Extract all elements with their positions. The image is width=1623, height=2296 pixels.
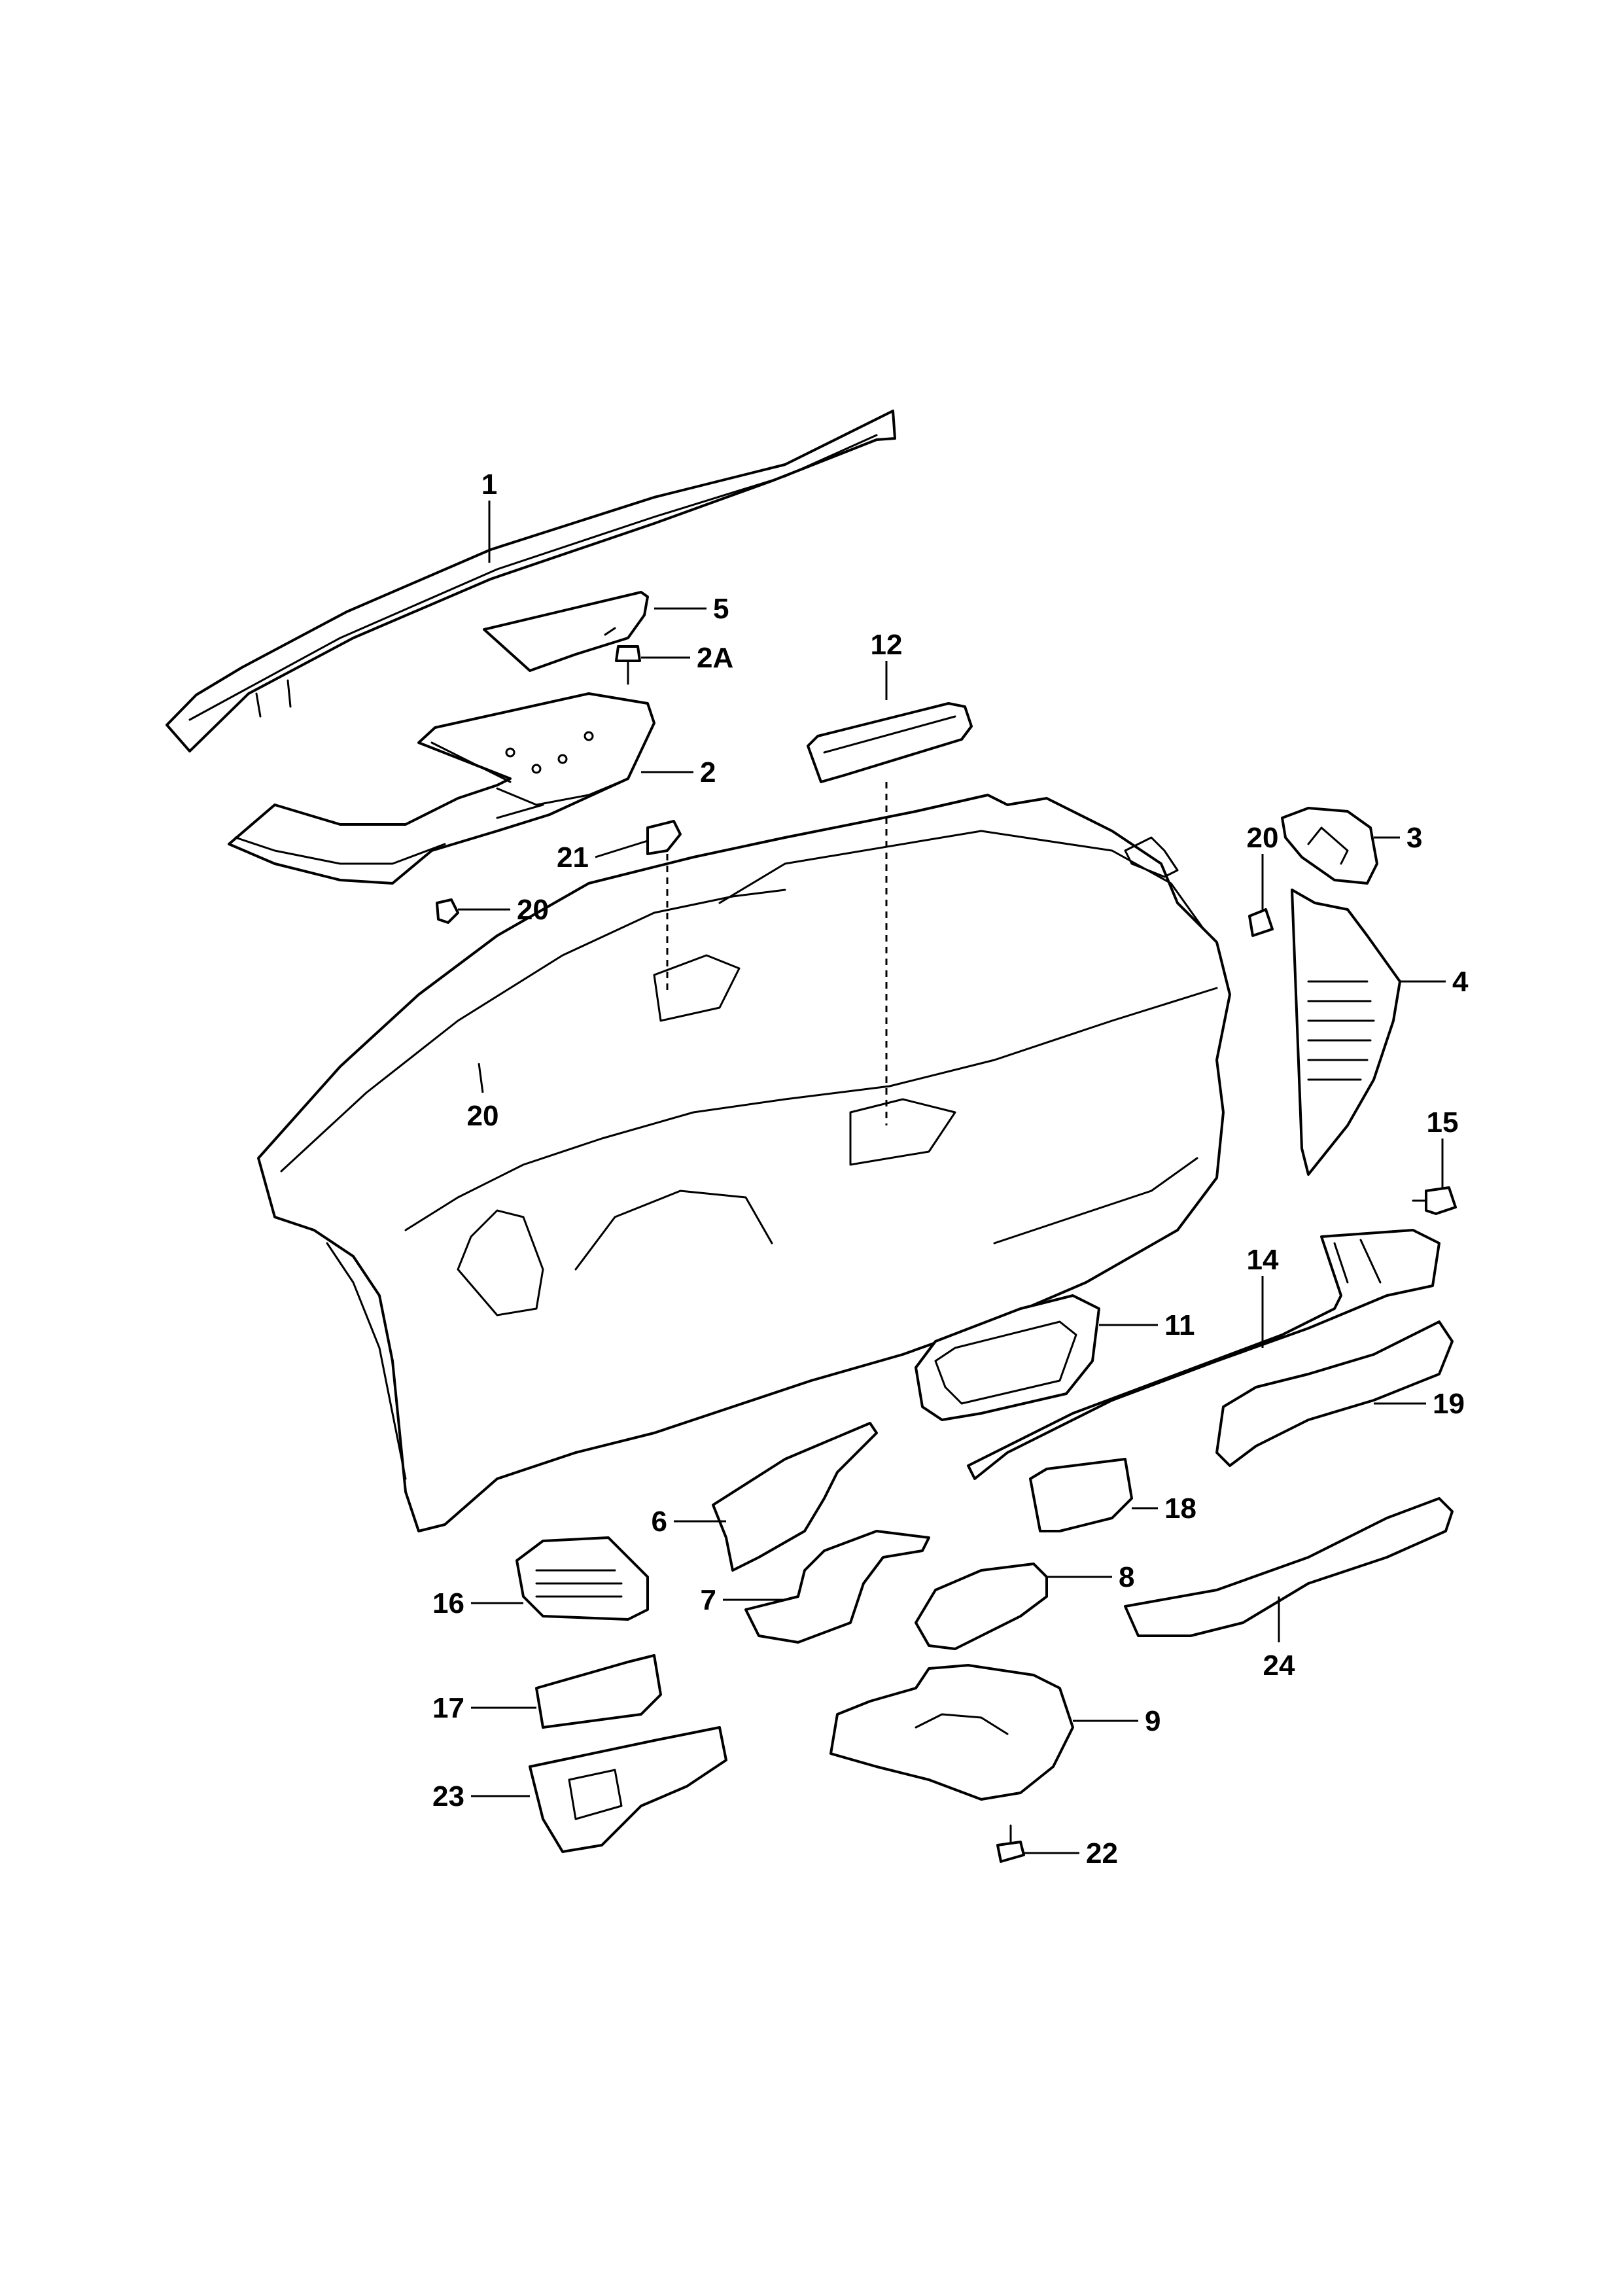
callout-label: 21 <box>557 841 589 874</box>
callout-label: 7 <box>701 1584 716 1616</box>
callout-label: 24 <box>1263 1650 1295 1682</box>
callout-label: 20 <box>467 1100 499 1132</box>
callout-label: 12 <box>871 629 903 661</box>
callout-label: 18 <box>1164 1492 1196 1525</box>
callout-label: 4 <box>1452 966 1469 998</box>
callout-label: 11 <box>1164 1309 1195 1341</box>
part-5-cover <box>483 591 649 672</box>
part-23-trim <box>529 1726 727 1853</box>
part-24-trim <box>1124 1497 1454 1637</box>
leader-lines <box>458 501 1446 1854</box>
callout-label: 8 <box>1119 1561 1134 1593</box>
part-15-screw <box>1412 1186 1457 1215</box>
part-21-clip <box>646 820 682 855</box>
callout-label: 19 <box>1433 1388 1465 1420</box>
part-12-cover <box>807 702 973 783</box>
part-7-cover <box>744 1530 930 1644</box>
part-11-cluster-trim <box>915 1294 1100 1421</box>
part-20-clip-c <box>1248 908 1274 937</box>
part-1-trim-strip <box>166 410 896 752</box>
part-6-cover <box>712 1422 878 1572</box>
part-4-side-panel <box>1291 889 1401 1176</box>
callout-label: 17 <box>432 1692 464 1724</box>
callout-label: 20 <box>517 894 549 926</box>
callout-label: 23 <box>432 1780 464 1812</box>
part-8-column-shroud-upper <box>915 1563 1048 1650</box>
callout-label: 16 <box>432 1587 464 1619</box>
dashboard-main-body <box>257 794 1231 1532</box>
part-20-clip-a <box>436 898 459 924</box>
callout-label: 5 <box>713 593 729 625</box>
part-17-trim <box>535 1654 662 1729</box>
callout-label: 22 <box>1086 1837 1118 1869</box>
part-14-trim-strip <box>967 1229 1440 1480</box>
callout-labels: 1 5 2A 2 12 21 20 20 20 3 4 15 14 11 19 … <box>432 468 1469 1869</box>
callout-label: 2 <box>700 756 716 788</box>
callout-label: 6 <box>652 1506 667 1538</box>
callout-label: 20 <box>1247 822 1279 854</box>
part-16-vent <box>515 1536 649 1621</box>
callout-label: 14 <box>1247 1244 1279 1276</box>
callout-label: 2A <box>697 642 733 674</box>
callout-label: 9 <box>1145 1705 1161 1737</box>
callout-label: 1 <box>481 468 497 501</box>
part-19-trim <box>1215 1320 1454 1467</box>
part-2-upper-panel <box>228 692 655 885</box>
part-22-bolt <box>996 1824 1025 1863</box>
part-3-trim <box>1281 807 1378 885</box>
part-9-column-shroud-lower <box>829 1664 1074 1801</box>
callout-label: 3 <box>1406 822 1422 854</box>
part-2a-bolt <box>615 645 641 685</box>
part-18-trim <box>1029 1458 1133 1532</box>
callout-label: 15 <box>1427 1106 1459 1139</box>
